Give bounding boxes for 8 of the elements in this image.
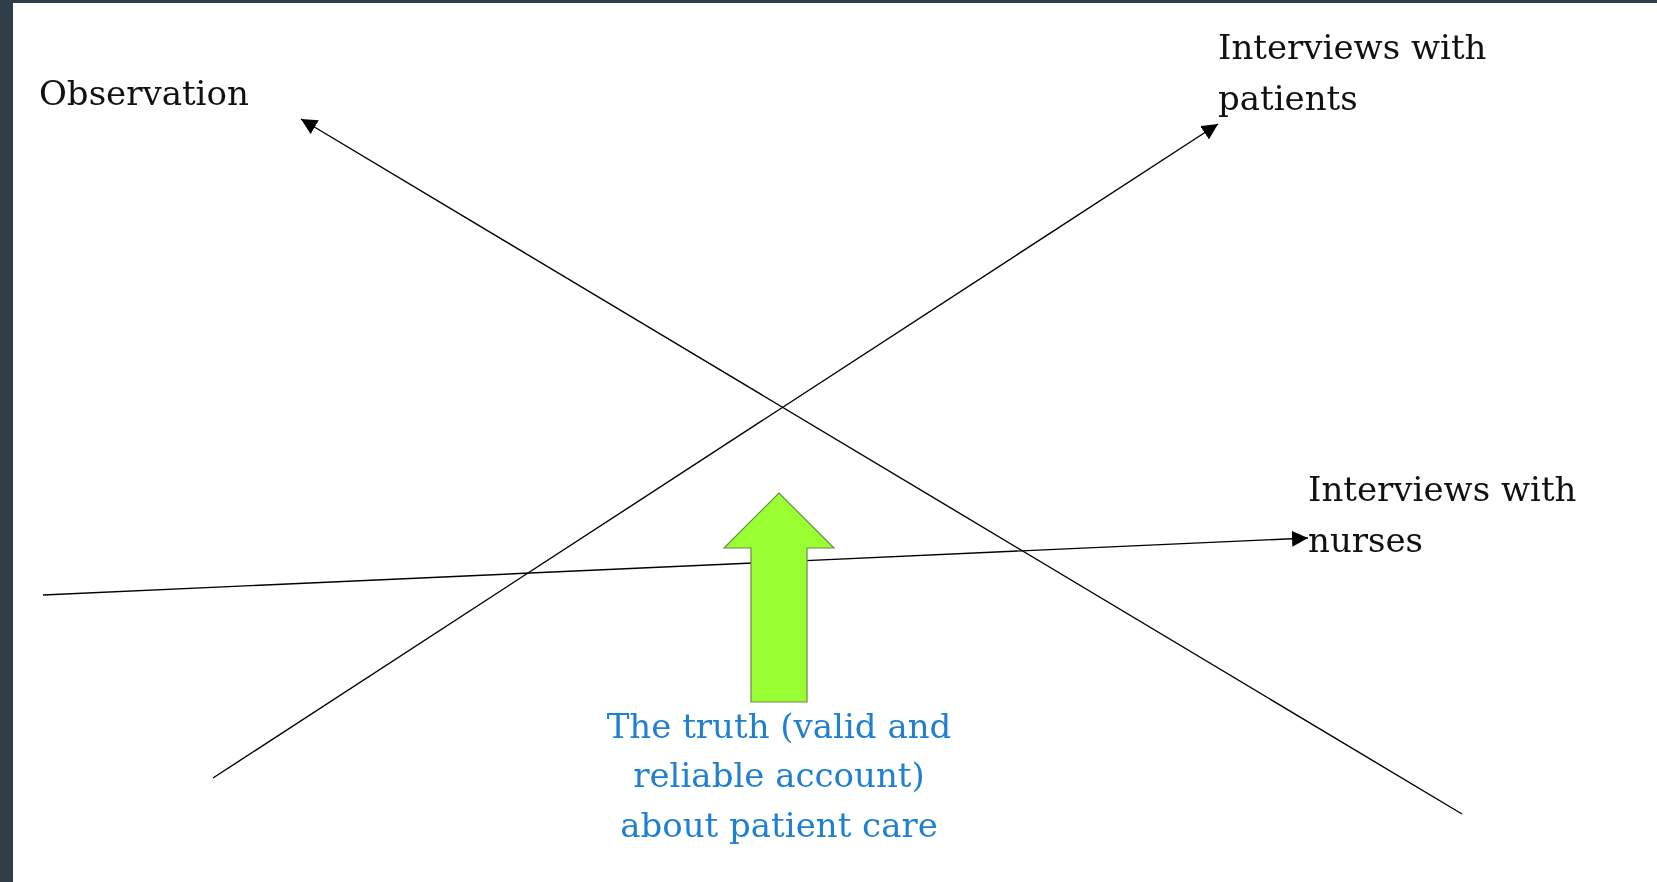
axis-label: Observation xyxy=(39,72,250,115)
arrow xyxy=(212,123,1219,779)
arrow xyxy=(300,118,1463,815)
arrow xyxy=(42,530,1309,596)
axis-label: Interviews with nurses xyxy=(1308,468,1578,562)
block-arrow xyxy=(722,492,836,703)
axis-label: Interviews with patients xyxy=(1218,26,1488,120)
caption-text: The truth (valid and reliable account) about patient care xyxy=(605,705,953,847)
